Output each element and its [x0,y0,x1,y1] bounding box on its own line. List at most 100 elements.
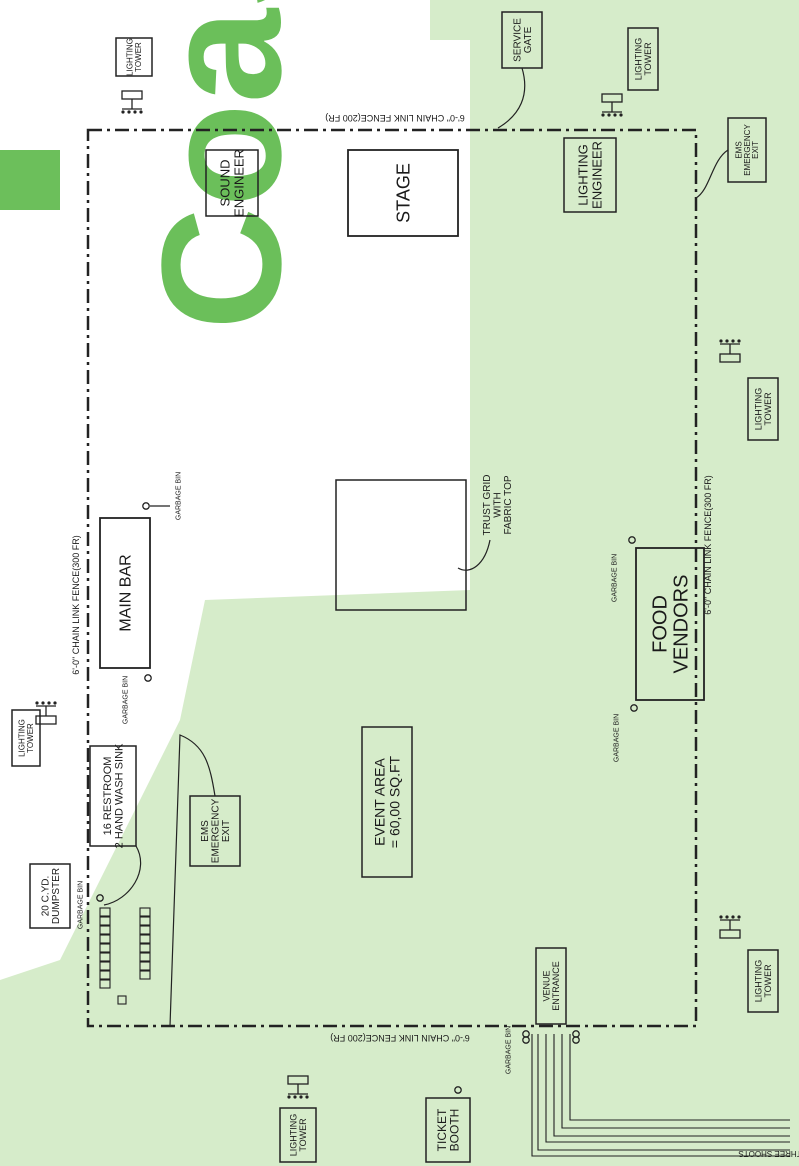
svg-text:Coas: Coas [127,0,317,330]
svg-text:VENDORS: VENDORS [671,575,693,674]
lighting-tower-icon [35,701,57,725]
toilet-unit [99,979,111,989]
svg-text:VENUE: VENUE [541,970,551,1001]
svg-text:TOWER: TOWER [763,392,773,426]
svg-text:TICKET: TICKET [435,1108,449,1151]
lighting-engineer-box [563,137,617,213]
svg-text:ENTRANCE: ENTRANCE [551,961,561,1011]
garbage-bin-icon [454,1086,462,1094]
svg-text:EVENT AREA: EVENT AREA [372,758,388,846]
svg-text:STAGE: STAGE [393,163,413,223]
svg-text:LIGHTING: LIGHTING [633,38,643,81]
fence-label-top: 6'-0" CHAIN LINK FENCE(200 FR) [325,113,464,123]
svg-text:DUMPSTER: DUMPSTER [51,868,62,924]
toilet-unit [99,970,111,980]
svg-text:TOWER: TOWER [643,42,653,76]
svg-text:ENGINEER: ENGINEER [231,149,246,217]
main-bar-box [99,517,151,669]
leader-line [103,845,142,906]
trust-grid-box [335,479,467,611]
toilet-unit [139,907,151,917]
garbage-bin-icon [630,704,638,712]
lighting-tower-icon [287,1075,309,1099]
fence-label-right: 6'-0" CHAIN LINK FENCE(300 FR) [703,475,713,614]
svg-text:6'-0" CHAIN LINK FENCE(300 FR): 6'-0" CHAIN LINK FENCE(300 FR) [703,475,713,614]
svg-text:LIGHTING: LIGHTING [288,1114,298,1157]
svg-text:TOWER: TOWER [298,1118,308,1152]
dumpster: 20 C.YD.DUMPSTER [29,863,71,929]
svg-text:SOUND: SOUND [218,160,233,207]
leader-line [457,539,491,571]
svg-text:TRUST GRID: TRUST GRID [482,475,493,536]
svg-text:LIGHTING: LIGHTING [126,38,135,76]
svg-text:20 C.YD.: 20 C.YD. [40,876,51,917]
food-vendors-box [635,547,705,701]
svg-text:LIGHTING: LIGHTING [18,719,27,757]
garbage-bin-label: GARBAGE BIN [175,472,182,520]
toilet-unit [99,907,111,917]
toilet-unit [139,961,151,971]
svg-text:GARBAGE BIN: GARBAGE BIN [175,472,182,520]
stage: STAGE [347,149,459,237]
lighting-tower-icon [719,915,741,939]
garbage-bin-label: GARBAGE BIN [611,554,618,602]
svg-text:EXIT: EXIT [221,820,232,842]
toilet-unit [139,934,151,944]
dumpster-box [29,863,71,929]
garbage-bin-icon [522,1036,530,1044]
svg-text:GARBAGE BIN: GARBAGE BIN [505,1026,512,1074]
toilet-unit [139,916,151,926]
svg-text:EMS: EMS [200,820,211,842]
lighting-tower-box [115,37,153,77]
toilet-unit [99,943,111,953]
event-area-label: EVENT AREA= 60,00 SQ.FT [372,755,403,848]
svg-text:GARBAGE BIN: GARBAGE BIN [77,881,84,929]
lighting-tower-box [279,1107,317,1163]
watermark: Coas [127,0,317,330]
svg-text:EXIT: EXIT [751,141,760,159]
svg-text:GARBAGE BIN: GARBAGE BIN [122,676,129,724]
stage-box [347,149,459,237]
svg-text:TOWER: TOWER [134,42,143,72]
svg-text:6'-0" CHAIN LINK FENCE(200 FR): 6'-0" CHAIN LINK FENCE(200 FR) [330,1033,469,1043]
garbage-bin-label: GARBAGE BIN [505,1026,512,1074]
lighting-tower-icon [719,339,741,363]
chain-link-fence [86,128,698,1028]
toilet-unit [139,925,151,935]
garbage-bin-icon [144,674,152,682]
svg-text:16 RESTROOM: 16 RESTROOM [102,757,114,836]
svg-text:6'-0" CHAIN LINK FENCE(300 FR): 6'-0" CHAIN LINK FENCE(300 FR) [71,535,81,674]
garbage-bin-icon [96,894,104,902]
garbage-bin-icon [142,502,150,510]
fence-label-bottom: 6'-0" CHAIN LINK FENCE(200 FR) [330,1033,469,1043]
svg-text:6'-0" CHAIN LINK FENCE(200 FR): 6'-0" CHAIN LINK FENCE(200 FR) [325,113,464,123]
svg-text:EMS: EMS [734,141,743,158]
svg-text:LIGHTING: LIGHTING [576,144,591,205]
svg-text:GARBAGE BIN: GARBAGE BIN [611,554,618,602]
svg-text:ENGINEER: ENGINEER [589,141,604,209]
restroom-label-box [89,745,137,847]
svg-text:THREE SHOOTS: THREE SHOOTS [738,1149,799,1158]
lighting-tower-box [11,709,41,767]
